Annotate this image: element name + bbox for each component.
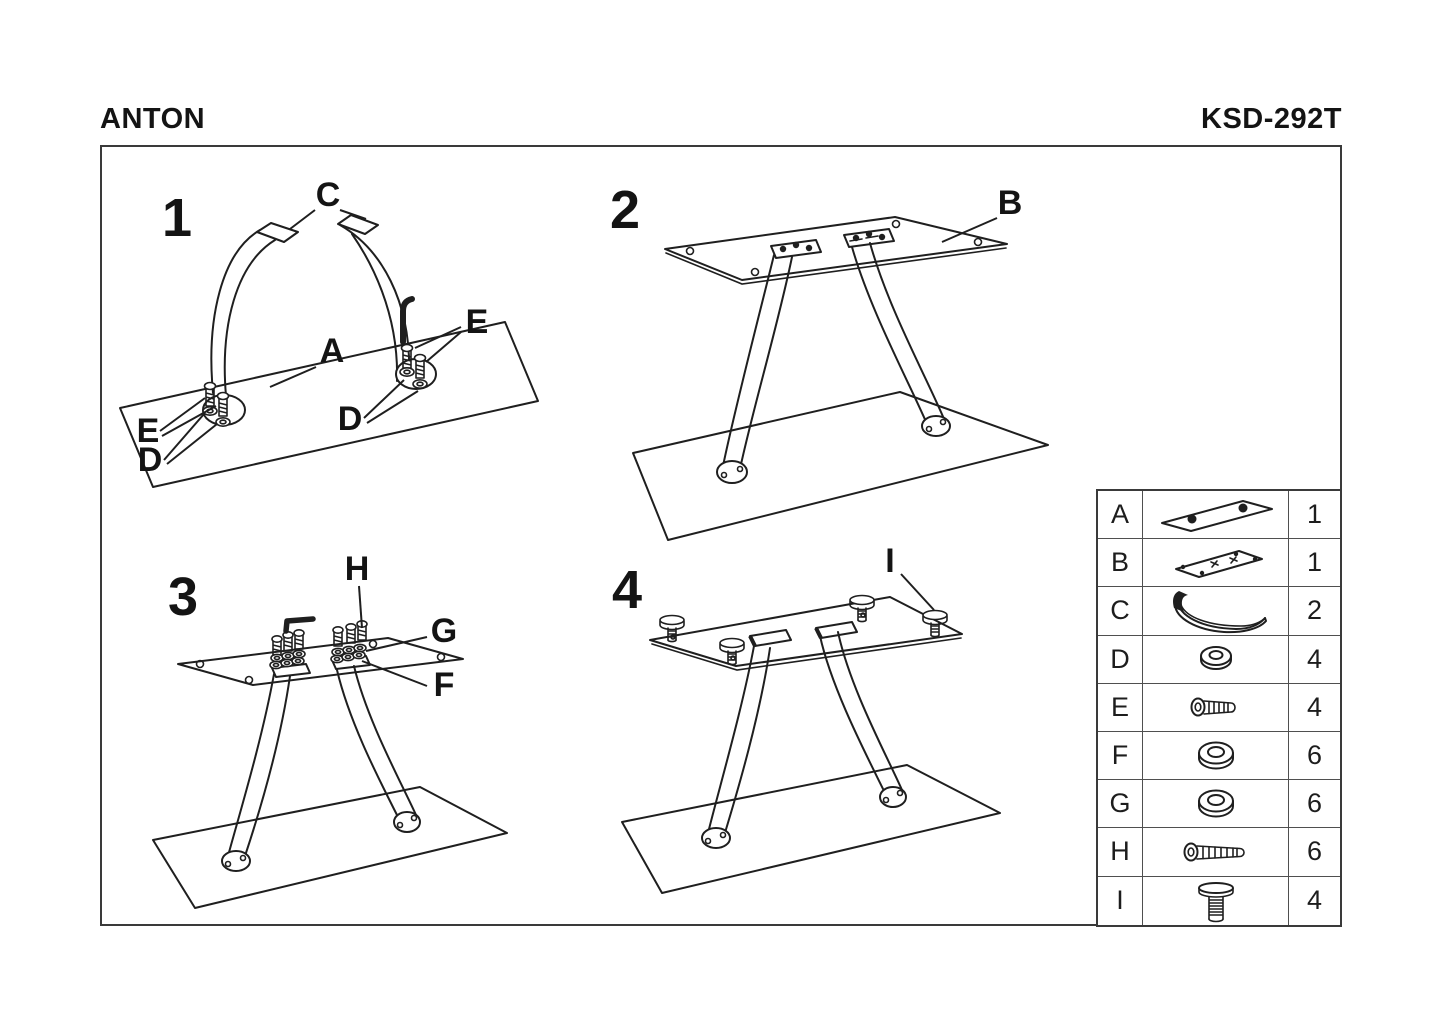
label-h: H — [345, 550, 370, 588]
part-id: H — [1098, 828, 1143, 877]
right-curved-leg — [336, 665, 421, 833]
label-b: B — [998, 184, 1023, 222]
left-leg-mount-plate — [770, 239, 822, 259]
label-e-right: E — [466, 303, 489, 341]
glass-top-b — [664, 216, 1008, 285]
part-qty: 2 — [1289, 587, 1340, 636]
brand-title: ANTON — [100, 103, 206, 135]
washer-icon — [1143, 780, 1289, 829]
label-f: F — [434, 666, 455, 704]
part-id: B — [1098, 539, 1143, 588]
parts-table: A 1 B 1 C 2 — [1096, 489, 1342, 927]
washer-d — [215, 416, 231, 428]
step-4-diagram: 4 — [612, 542, 1001, 894]
right-foot-fitting — [395, 343, 437, 390]
washer-d — [412, 378, 428, 390]
step-number: 2 — [610, 180, 640, 240]
part-qty: 6 — [1289, 828, 1340, 877]
part-qty: 6 — [1289, 780, 1340, 829]
step-2-diagram: 2 — [610, 180, 1049, 541]
washer-icon — [1143, 635, 1289, 684]
part-qty: 1 — [1289, 491, 1340, 540]
leader-line-i — [900, 573, 935, 611]
label-e-left: E — [137, 412, 160, 450]
left-curved-leg — [701, 645, 771, 849]
left-curved-leg — [221, 673, 291, 872]
leader-lines — [159, 209, 462, 465]
part-id: C — [1098, 587, 1143, 636]
base-plate-icon — [1143, 491, 1289, 540]
washers-g-f-right — [330, 643, 367, 664]
part-id: G — [1098, 780, 1143, 829]
floor-plane — [632, 391, 1049, 541]
left-foot-fitting — [202, 381, 246, 428]
label-d-left: D — [138, 441, 163, 479]
part-id: E — [1098, 683, 1143, 732]
right-leg-mount-plate — [843, 228, 895, 248]
part-id: D — [1098, 635, 1143, 684]
bolt-e — [413, 353, 427, 379]
allen-key — [283, 616, 316, 634]
label-i: I — [885, 542, 894, 580]
socket-bolt-short-icon — [1143, 683, 1289, 732]
part-id: F — [1098, 731, 1143, 781]
bolt-e — [400, 343, 414, 369]
floor-plane — [152, 786, 508, 909]
glass-top — [177, 637, 464, 686]
step-number: 1 — [162, 188, 192, 248]
bolt-e — [216, 391, 230, 417]
glass-top — [649, 596, 963, 671]
step-number: 4 — [612, 560, 642, 620]
part-id: A — [1098, 491, 1143, 540]
part-qty: 6 — [1289, 732, 1340, 781]
washer-icon — [1143, 731, 1289, 781]
top-fixing-plate-icon — [1143, 539, 1289, 588]
step-3-diagram: 3 — [152, 550, 508, 909]
part-id: I — [1098, 876, 1143, 925]
label-g: G — [431, 612, 457, 650]
curved-leg-icon — [1143, 587, 1289, 636]
step-number: 3 — [168, 567, 198, 627]
label-d-right: D — [338, 400, 363, 438]
left-curved-leg — [210, 222, 299, 397]
flat-head-bolt-icon — [1143, 876, 1289, 925]
washers-g-f-left — [269, 649, 306, 670]
step-1-diagram: 1 — [119, 176, 539, 488]
socket-bolt-long-icon — [1143, 828, 1289, 877]
right-curved-leg — [819, 631, 907, 808]
base-plate-a — [119, 321, 539, 488]
leader-line-b — [941, 217, 998, 243]
part-qty: 4 — [1306, 885, 1323, 916]
product-code: KSD-292T — [1201, 103, 1342, 135]
label-a: A — [320, 332, 345, 370]
floor-plane — [621, 764, 1001, 894]
washer-d — [399, 366, 415, 378]
leader-lines — [358, 585, 428, 687]
right-curved-leg — [851, 242, 951, 437]
part-qty: 1 — [1289, 539, 1340, 588]
allen-key — [400, 296, 415, 345]
part-qty: 4 — [1289, 684, 1340, 732]
label-c: C — [316, 176, 341, 214]
part-qty: 4 — [1289, 636, 1340, 684]
bolt-e — [203, 381, 217, 407]
